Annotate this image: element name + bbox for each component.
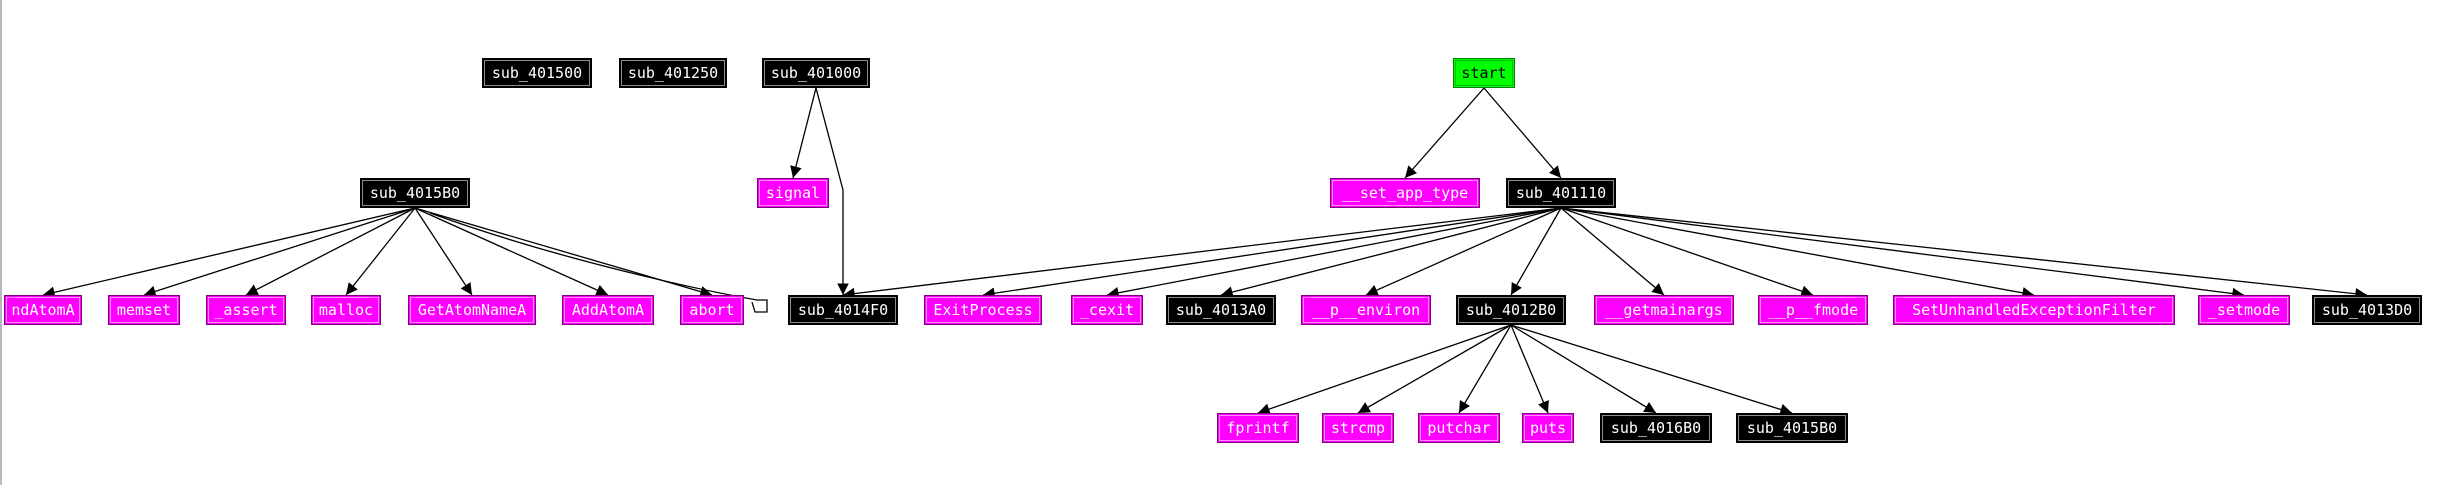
node-sub-4015b0-callee[interactable]: sub_4015B0 bbox=[1736, 413, 1848, 443]
node-setmode[interactable]: _setmode bbox=[2198, 295, 2290, 325]
edge-sub-4015b0-to-findatoma bbox=[42, 207, 416, 299]
canvas-left-border bbox=[0, 0, 2, 485]
node-exit-process[interactable]: ExitProcess bbox=[924, 295, 1042, 325]
node-fprintf[interactable]: fprintf bbox=[1217, 413, 1299, 443]
edge-sub-401110-to-p-fmode bbox=[1560, 207, 1814, 297]
node-abort[interactable]: abort bbox=[680, 295, 744, 325]
node-getmainargs[interactable]: __getmainargs bbox=[1594, 295, 1734, 325]
node-add-atom-a[interactable]: AddAtomA bbox=[562, 295, 654, 325]
edge-sub-401110-to-exitprocess bbox=[982, 207, 1562, 300]
node-puts[interactable]: puts bbox=[1522, 413, 1574, 443]
edge-sub-401110-to-getmainargs bbox=[1560, 207, 1665, 296]
edge-sub-401110-to-sub-4012b0 bbox=[1510, 207, 1562, 296]
node-assert[interactable]: _assert bbox=[206, 295, 286, 325]
node-putchar[interactable]: putchar bbox=[1418, 413, 1500, 443]
node-strcmp[interactable]: strcmp bbox=[1322, 413, 1394, 443]
node-p-environ[interactable]: __p__environ bbox=[1301, 295, 1431, 325]
edge-sub-4015b0-to-malloc bbox=[345, 207, 416, 296]
node-sub-4014f0[interactable]: sub_4014F0 bbox=[788, 295, 898, 325]
node-memset[interactable]: memset bbox=[108, 295, 180, 325]
node-sub-4013d0[interactable]: sub_4013D0 bbox=[2312, 295, 2422, 325]
edge-start-to-set-app-type bbox=[1404, 87, 1485, 179]
node-signal[interactable]: signal bbox=[757, 178, 829, 208]
edge-sub-401110-to-sub-4013a0 bbox=[1220, 207, 1562, 298]
node-sub-4012b0[interactable]: sub_4012B0 bbox=[1456, 295, 1566, 325]
node-sub-401110[interactable]: sub_401110 bbox=[1506, 178, 1616, 208]
edge-start-to-sub-401110 bbox=[1483, 87, 1562, 179]
sub-4015b0-self-loop-edge bbox=[429, 212, 768, 313]
node-sub-4013a0[interactable]: sub_4013A0 bbox=[1166, 295, 1276, 325]
edge-sub-4012b0-to-puts bbox=[1510, 324, 1549, 414]
edge-sub-401110-to-cexit bbox=[1106, 207, 1562, 299]
node-get-atom-name-a[interactable]: GetAtomNameA bbox=[408, 295, 536, 325]
node-sub-401500[interactable]: sub_401500 bbox=[482, 58, 592, 88]
edge-sub-4015b0-to-assert bbox=[245, 207, 416, 296]
edge-sub-401110-to-sub-4014f0 bbox=[842, 207, 1562, 300]
edge-sub-401110-to-sub-4013d0 bbox=[1560, 207, 2368, 300]
node-sub-4015b0[interactable]: sub_4015B0 bbox=[360, 178, 470, 208]
node-p-fmode[interactable]: __p__fmode bbox=[1758, 295, 1868, 325]
edge-sub-401110-to-setmode bbox=[1560, 207, 2245, 300]
node-find-atom-a[interactable]: ndAtomA bbox=[4, 295, 82, 325]
edge-sub-4012b0-to-sub-4016b0 bbox=[1510, 324, 1657, 414]
edge-sub-4012b0-to-putchar bbox=[1458, 324, 1512, 414]
edge-sub-4015b0-to-memset bbox=[143, 207, 416, 297]
edge-sub-401000-to-sub-4014f0 bbox=[815, 87, 849, 295]
edge-sub-4012b0-to-strcmp bbox=[1357, 324, 1512, 414]
node-set-app-type[interactable]: __set_app_type bbox=[1330, 178, 1480, 208]
node-malloc[interactable]: malloc bbox=[311, 295, 381, 325]
node-sub-401250[interactable]: sub_401250 bbox=[619, 58, 727, 88]
edge-sub-4012b0-to-fprintf bbox=[1257, 324, 1512, 415]
edge-sub-401110-to-setunhandledexceptionfilter bbox=[1560, 207, 2035, 299]
edge-sub-401110-to-p-environ bbox=[1365, 207, 1562, 296]
edge-sub-4012b0-to-sub-4015b0b bbox=[1510, 324, 1793, 416]
edge-sub-401000-to-signal bbox=[790, 87, 817, 179]
edge-sub-4015b0-to-getatomnamea bbox=[414, 207, 473, 296]
node-start[interactable]: start bbox=[1453, 58, 1515, 88]
node-cexit[interactable]: _cexit bbox=[1071, 295, 1143, 325]
node-set-unhandled-exception-filter[interactable]: SetUnhandledExceptionFilter bbox=[1893, 295, 2175, 325]
edge-sub-4015b0-to-addatoma bbox=[414, 207, 609, 296]
node-sub-4016b0[interactable]: sub_4016B0 bbox=[1600, 413, 1712, 443]
node-sub-401000[interactable]: sub_401000 bbox=[762, 58, 870, 88]
